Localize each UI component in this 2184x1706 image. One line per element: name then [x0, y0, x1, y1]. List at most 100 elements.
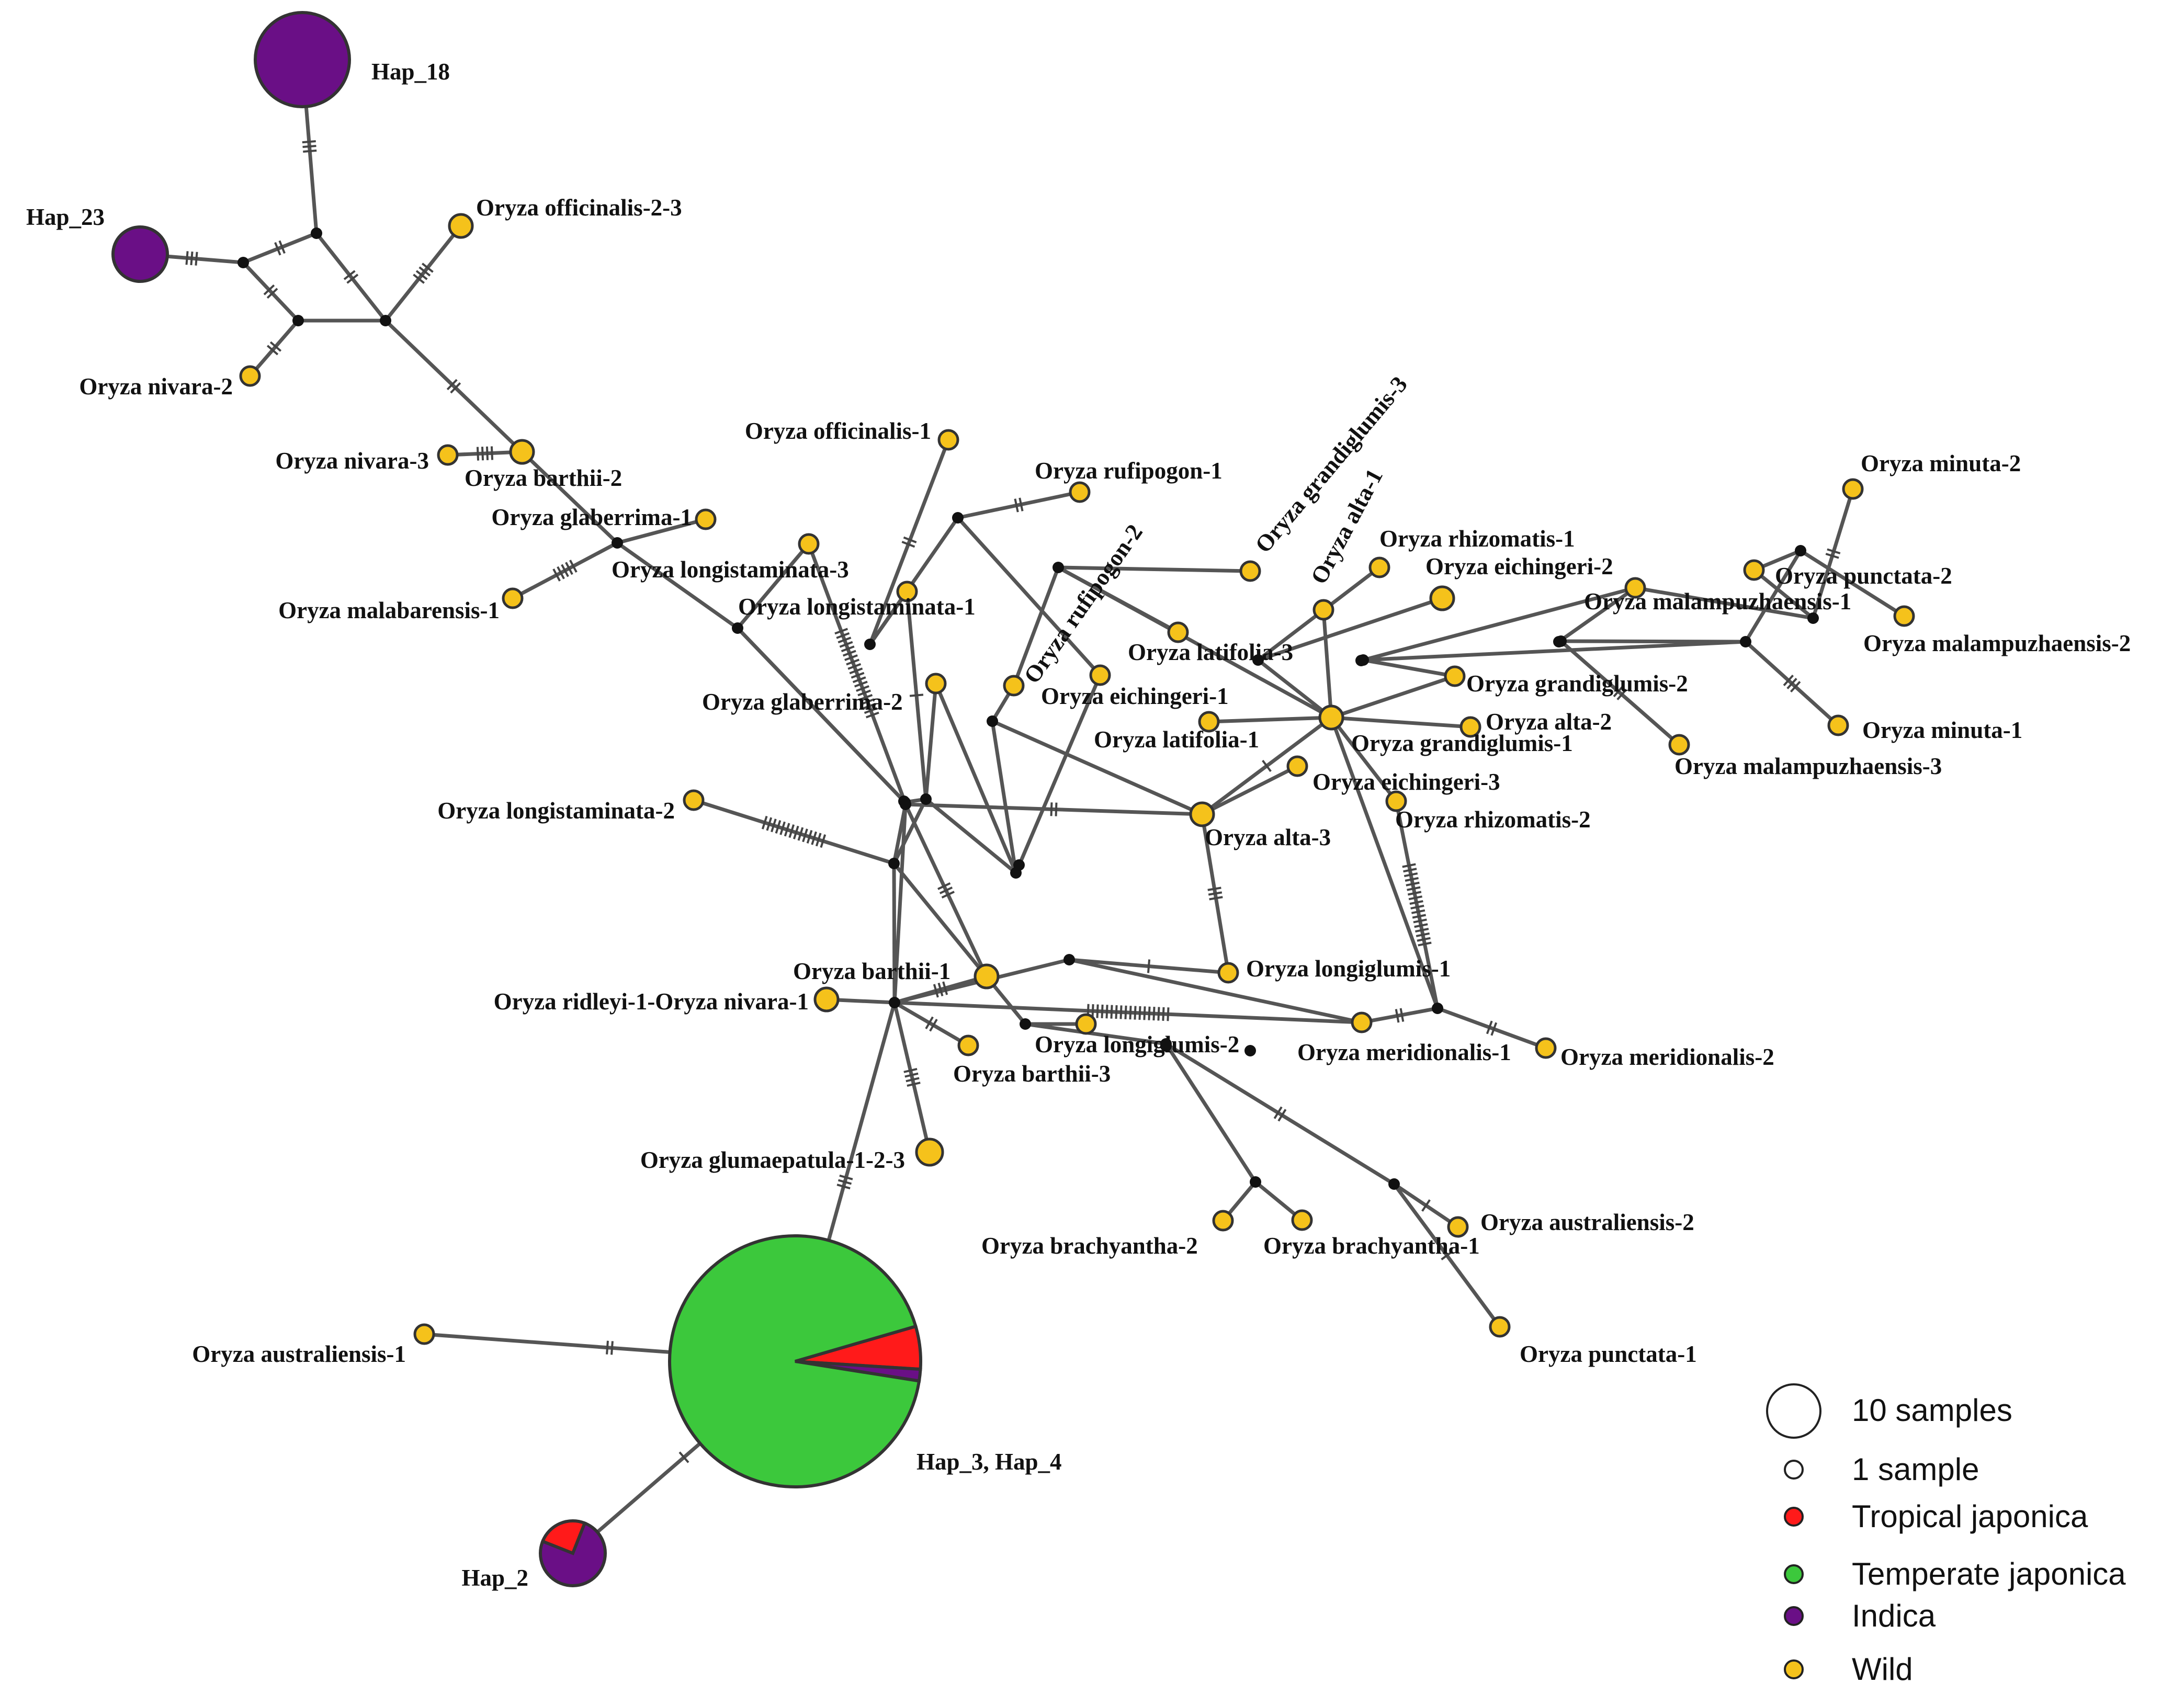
edge-malp1-j24: [1557, 586, 1637, 643]
mutation-tick: [839, 641, 853, 648]
mutation-tick: [852, 676, 866, 684]
mutation-tick: [415, 270, 428, 280]
legend-size-10-circle: [1766, 1383, 1821, 1439]
wild-label-bar1: Oryza barthii-1: [793, 958, 950, 984]
mutation-tick: [1407, 886, 1421, 891]
wild-node-brac2: [1212, 1210, 1234, 1232]
wild-node-minu2: [1842, 478, 1864, 500]
mutation-tick: [841, 645, 855, 653]
mutation-tick: [862, 702, 876, 710]
edge-j18-j14: [892, 863, 897, 1003]
mutation-tick: [1262, 759, 1272, 772]
mutation-tick: [1408, 895, 1422, 901]
wild-label-niv3: Oryza nivara-3: [275, 448, 429, 474]
mutation-tick: [1019, 497, 1024, 511]
wild-node-gran3: [1239, 560, 1261, 582]
edge-gran1-gran2: [1330, 674, 1456, 720]
edge-j33-j31: [1165, 1042, 1395, 1186]
mutation-tick: [421, 263, 434, 273]
wild-node-long1: [1217, 962, 1239, 984]
mutation-tick: [569, 560, 578, 573]
mutation-tick: [1399, 1008, 1405, 1022]
edge-j22-eich2: [1257, 596, 1443, 662]
legend-swatch-wild: [1784, 1659, 1804, 1679]
edge-gran1-rhiz2: [1330, 716, 1398, 803]
wild-node-punc2: [1743, 559, 1765, 581]
mutation-tick: [903, 536, 917, 543]
wild-label-long2: Oryza longiglumis-2: [1035, 1031, 1239, 1057]
mutation-tick: [861, 698, 875, 706]
edge-j12-ruf2: [1014, 674, 1102, 874]
mutation-tick: [552, 568, 561, 582]
edge-j26-minu2: [1811, 488, 1855, 619]
mutation-tick: [849, 667, 863, 675]
wild-label-niv2: Oryza nivara-2: [79, 373, 233, 400]
median-vector-node: [1250, 1176, 1261, 1188]
mutation-tick: [865, 711, 879, 719]
edge-j1-j2: [242, 231, 318, 265]
mutation-tick: [933, 984, 939, 998]
haplotype-node-hap2: [539, 1519, 607, 1587]
mutation-ticks: [185, 140, 1841, 1463]
mutation-tick: [1411, 909, 1425, 914]
mutation-tick: [269, 341, 282, 352]
mutation-tick: [1124, 1005, 1127, 1019]
mutation-tick: [303, 149, 317, 153]
wild-node-off1: [937, 429, 959, 451]
mutation-tick: [847, 663, 862, 670]
mutation-tick: [1208, 891, 1223, 896]
edge-lon2-j14: [693, 798, 895, 866]
wild-label-meri1: Oryza meridionalis-1: [1297, 1039, 1511, 1065]
edge-j29-meri2: [1436, 1006, 1547, 1050]
median-vector-node: [1063, 954, 1075, 965]
edge-glab2-j13: [924, 683, 938, 800]
wild-node-long2: [1075, 1013, 1097, 1035]
edge-gran1-alta1: [1321, 609, 1333, 718]
legend-swatch-indica: [1784, 1606, 1804, 1626]
mutation-tick: [1410, 904, 1424, 909]
mutation-tick: [939, 886, 953, 894]
wild-label-eich2: Oryza eichingeri-2: [1425, 553, 1613, 579]
mutation-tick: [190, 251, 194, 266]
wild-node-lat1: [1198, 711, 1220, 733]
wild-node-glum: [915, 1138, 944, 1167]
edge-j12-glab2: [934, 683, 1018, 874]
mutation-tick: [266, 345, 279, 356]
median-vector-node: [311, 228, 322, 239]
wild-node-punc1: [1489, 1316, 1511, 1338]
median-vector-node: [380, 315, 391, 326]
legend-label-indica: Indica: [1852, 1598, 1936, 1633]
wild-label-brac2: Oryza brachyantha-2: [981, 1233, 1198, 1259]
mutation-tick: [1421, 1199, 1431, 1212]
mutation-tick: [185, 251, 189, 265]
mutation-tick: [942, 981, 948, 995]
wild-label-gran1: Oryza grandiglumis-1: [1351, 730, 1573, 756]
mutation-tick: [937, 982, 944, 997]
wild-node-aust1: [413, 1323, 435, 1345]
wild-label-bar3: Oryza barthii-3: [953, 1061, 1111, 1087]
edge-gran1-j22: [1257, 658, 1333, 719]
mutation-tick: [761, 815, 768, 829]
wild-label-ridniv: Oryza ridleyi-1-Oryza nivara-1: [494, 988, 809, 1015]
median-vector-node: [1388, 1178, 1400, 1190]
edge-lat1-gran1: [1208, 715, 1332, 724]
mutation-tick: [937, 882, 951, 890]
wild-node-ruf1: [1069, 481, 1091, 503]
edge-j9-gran3: [1058, 565, 1251, 573]
edge-j18-bar3: [893, 1000, 969, 1048]
wild-label-meri2: Oryza meridionalis-2: [1560, 1044, 1774, 1070]
mutation-tick: [266, 288, 278, 299]
edge-j23-malp1: [1363, 586, 1636, 662]
edge-gran1-alta2: [1331, 715, 1471, 729]
mutation-tick: [1207, 886, 1221, 891]
wild-node-eich1: [1003, 675, 1025, 697]
edge-j8-ruf1: [957, 490, 1080, 520]
wild-node-eich2: [1429, 585, 1455, 611]
mutation-tick: [561, 564, 569, 577]
wild-label-mala1: Oryza malabarensis-1: [278, 597, 500, 623]
wild-node-lon1: [896, 581, 918, 602]
wild-label-glab1: Oryza glaberrima-1: [491, 504, 692, 530]
mutation-tick: [1413, 918, 1427, 924]
mutation-tick: [856, 685, 869, 692]
